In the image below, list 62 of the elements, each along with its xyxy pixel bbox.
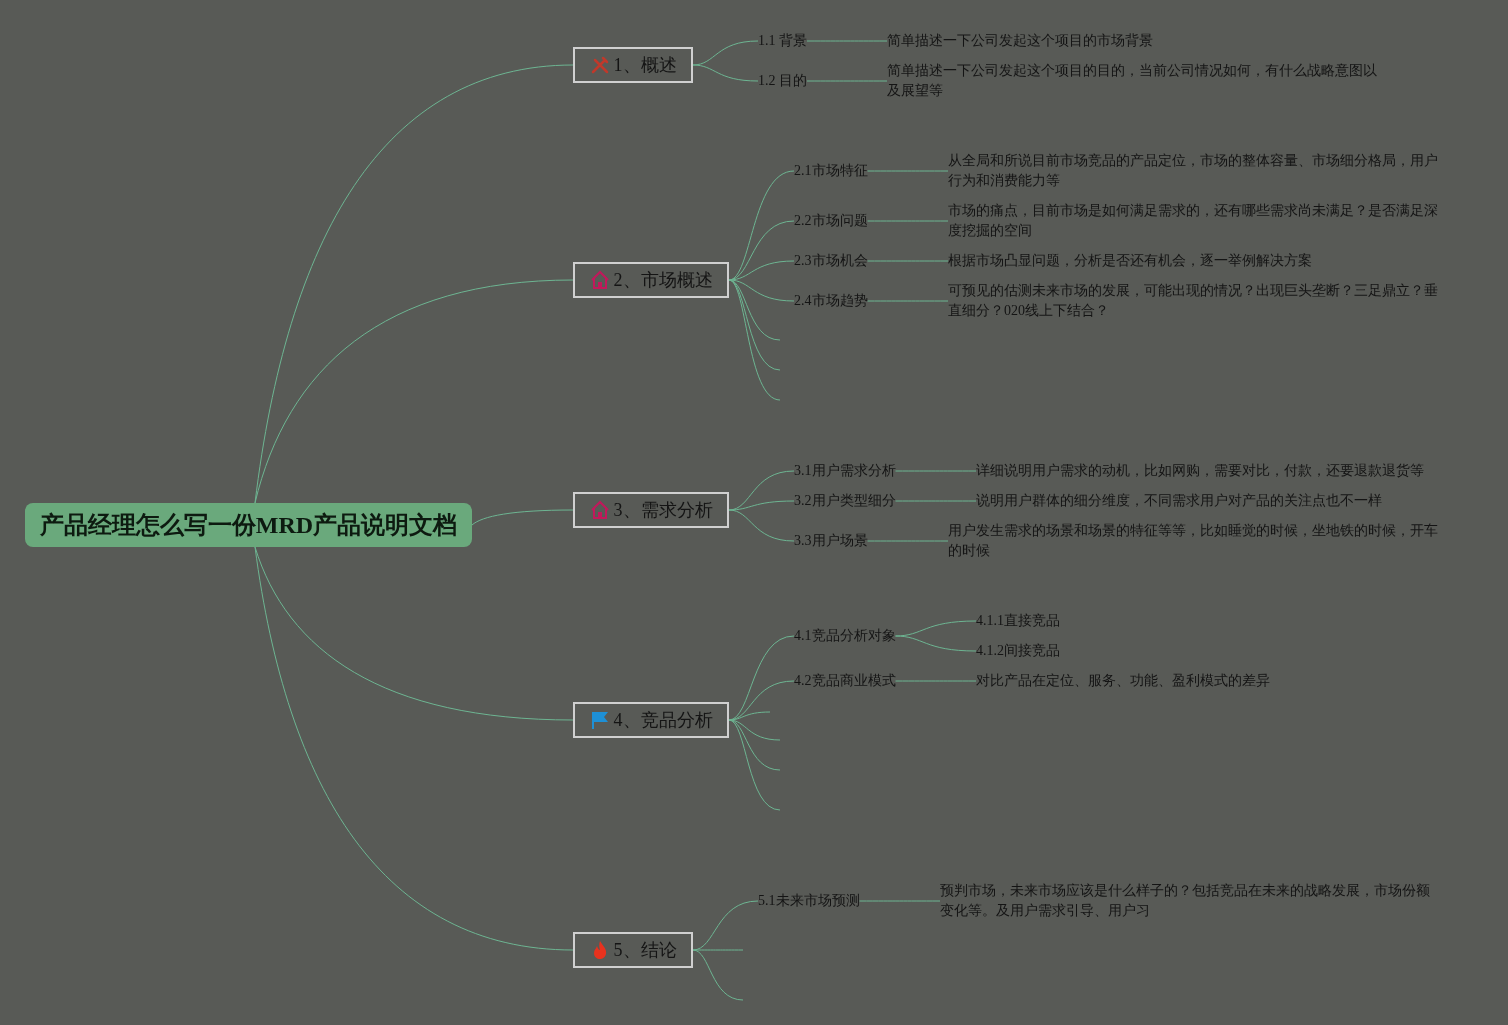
subtopic-label: 3.2用户类型细分: [794, 491, 896, 511]
topic-label: 1、概述: [613, 54, 677, 77]
description-text: 用户发生需求的场景和场景的特征等等，比如睡觉的时候，坐地铁的时候，开车的时候: [948, 521, 1443, 561]
subtopic-label: 4.2竞品商业模式: [794, 671, 896, 691]
topic-box: [573, 47, 693, 83]
description-text: 说明用户群体的细分维度，不同需求用户对产品的关注点也不一样: [976, 491, 1382, 511]
branch-line: [692, 40, 759, 66]
subtopic-label: 3.1用户需求分析: [794, 461, 896, 481]
branch-line: [728, 719, 781, 811]
topic-label: 2、市场概述: [613, 269, 713, 292]
subtopic-label: 5.1未来市场预测: [758, 891, 860, 911]
topic-box: [573, 702, 729, 738]
branch-line: [254, 279, 574, 504]
branch-line: [806, 80, 888, 82]
branch-line: [867, 300, 949, 302]
branch-line: [728, 500, 795, 511]
topic-label: 5、结论: [613, 939, 677, 962]
subtopic-label: 2.1市场特征: [794, 161, 868, 181]
branch-line: [728, 509, 795, 542]
central-topic: 产品经理怎么写一份MRD产品说明文档: [25, 503, 472, 547]
subtopic-label: 2.2市场问题: [794, 211, 868, 231]
description-text: 详细说明用户需求的动机，比如网购，需要对比，付款，还要退款退货等: [976, 461, 1424, 481]
subtopic-label: 1.1 背景: [758, 31, 807, 51]
description-text: 简单描述一下公司发起这个项目的目的，当前公司情况如何，有什么战略意图以及展望等: [887, 61, 1387, 101]
branch-line: [895, 635, 977, 652]
branch-line: [895, 620, 977, 637]
subtopic-label: 2.3市场机会: [794, 251, 868, 271]
subtopic-label: 4.1竞品分析对象: [794, 626, 896, 646]
subtopic-label: 1.2 目的: [758, 71, 807, 91]
subtopic-label: 4.1.2间接竞品: [976, 641, 1060, 661]
branch-line: [254, 546, 574, 951]
branch-line: [471, 509, 574, 526]
branch-line: [895, 500, 977, 502]
description-text: 根据市场凸显问题，分析是否还有机会，逐一举例解决方案: [948, 251, 1312, 271]
branch-line: [692, 949, 744, 1001]
branch-line: [806, 40, 888, 42]
branch-line: [692, 64, 759, 82]
branch-line: [728, 279, 795, 302]
description-text: 从全局和所说目前市场竞品的产品定位，市场的整体容量、市场细分格局，用户行为和消费能力等: [948, 151, 1443, 191]
branch-line: [867, 540, 949, 542]
description-text: 市场的痛点，目前市场是如何满足需求的，还有哪些需求尚未满足？是否满足深度挖掘的空间: [948, 201, 1443, 241]
subtopic-label: 2.4市场趋势: [794, 291, 868, 311]
branch-line: [867, 220, 949, 222]
topic-label: 3、需求分析: [613, 499, 713, 522]
subtopic-label: 4.1.1直接竞品: [976, 611, 1060, 631]
branch-line: [728, 279, 781, 401]
branch-line: [867, 170, 949, 172]
topic-box: [573, 932, 693, 968]
topic-box: [573, 492, 729, 528]
branch-line: [895, 470, 977, 472]
branch-line: [859, 900, 941, 902]
description-text: 预判市场，未来市场应该是什么样子的？包括竞品在未来的战略发展，市场份额变化等。及用户需求引导、用户习: [940, 881, 1435, 921]
branch-line: [692, 949, 744, 951]
topic-label: 4、竞品分析: [613, 709, 713, 732]
subtopic-label: 3.3用户场景: [794, 531, 868, 551]
branch-line: [728, 279, 781, 371]
branch-line: [895, 680, 977, 682]
branch-line: [728, 711, 771, 721]
topic-box: [573, 262, 729, 298]
branch-line: [867, 260, 949, 262]
description-text: 对比产品在定位、服务、功能、盈利模式的差异: [976, 671, 1270, 691]
description-text: 简单描述一下公司发起这个项目的市场背景: [887, 31, 1153, 51]
